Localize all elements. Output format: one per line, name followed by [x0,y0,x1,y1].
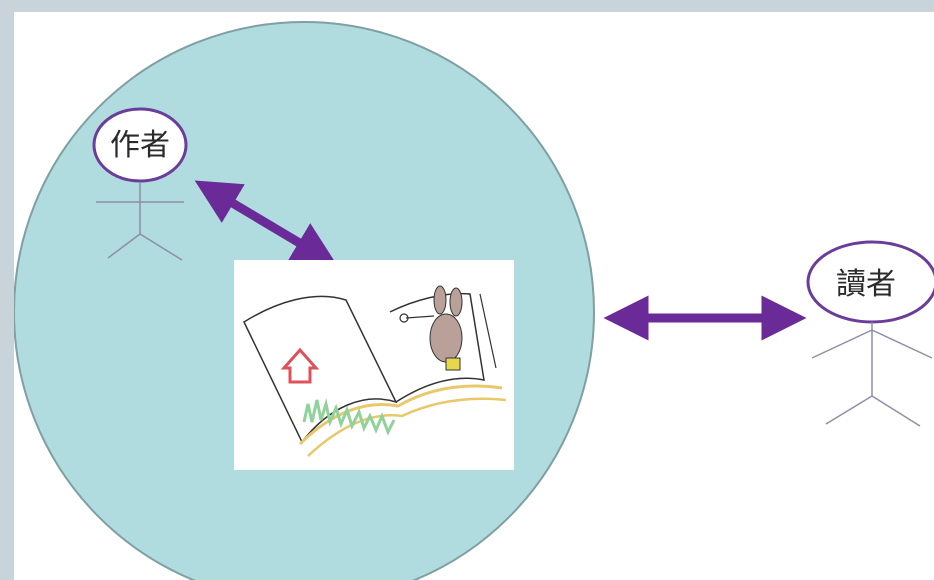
diagram-svg: 作者 [14,12,934,580]
reader-label: 讀者 [836,267,896,302]
diagram-canvas: 作者 [14,12,934,580]
picture-book-illustration-icon [234,260,514,470]
author-label: 作者 [110,128,170,163]
reader-leg-left [826,396,872,424]
reader-arm-left [812,330,872,358]
reader-figure: 讀者 [808,242,934,426]
reader-leg-right [872,396,920,426]
reader-arm-right [872,330,932,358]
